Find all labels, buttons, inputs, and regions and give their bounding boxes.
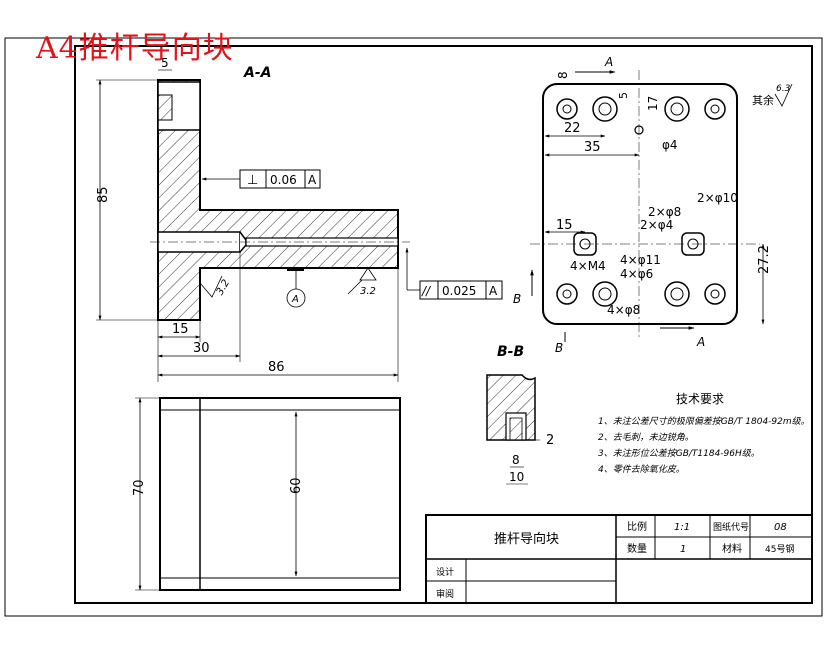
- dim-15-top: 15: [556, 218, 573, 233]
- dim-60: 60: [289, 477, 304, 494]
- hole-tl-inner: [562, 104, 572, 114]
- section-bb-label: B-B: [497, 344, 524, 360]
- par-datum: A: [489, 284, 498, 298]
- roughness-rest-value: 6.3: [776, 84, 791, 94]
- dim-70: 70: [132, 479, 147, 496]
- hole-callout-4x-phi11: 4×φ11: [620, 253, 661, 267]
- hole-t2-outer: [592, 96, 618, 122]
- dim-15: 15: [172, 322, 189, 337]
- dim-8: 8: [556, 71, 570, 79]
- hole-callout-2x-phi4: 2×φ4: [640, 218, 673, 232]
- fcf-par-box: [419, 280, 503, 300]
- section-aa-view: A-A 85 5 15 30 86 ⊥ 0.06 A: [96, 56, 503, 382]
- dim-2: 2: [546, 433, 554, 448]
- hole-br-outer: [704, 283, 726, 305]
- tech-requirements-title: 技术要求: [676, 392, 724, 406]
- hole-callout-2x-phi8: 2×φ8: [648, 205, 681, 219]
- dim-86: 86: [268, 360, 285, 375]
- dim-22: 22: [564, 121, 581, 136]
- front-view-outline: [159, 397, 401, 591]
- tech-requirement-1: 1、未注公差尺寸的极限偏差按GB/T 1804-92m级。: [598, 416, 810, 427]
- dim-5: 5: [161, 56, 169, 70]
- tech-requirements: 技术要求 1、未注公差尺寸的极限偏差按GB/T 1804-92m级。 2、去毛刺…: [598, 392, 810, 475]
- roughness-2: 3.2: [360, 286, 376, 297]
- cut-a-bottom-label: A: [696, 335, 705, 349]
- perp-symbol: ⊥: [247, 173, 258, 188]
- hole-tl-outer: [556, 98, 578, 120]
- top-view-outline: [542, 83, 738, 325]
- hole-b2-inner: [598, 287, 612, 301]
- cut-b-left-label: B: [513, 292, 521, 306]
- cut-b-bottom-label: B: [555, 341, 563, 355]
- sheet-title: A4推杆导向块: [36, 31, 234, 66]
- perp-tolerance: 0.06: [270, 173, 297, 187]
- roughness-mark-2: [359, 267, 377, 281]
- tech-requirement-3: 3、未注形位公差按GB/T1184-96H级。: [598, 448, 760, 459]
- hole-bl-outer: [556, 283, 578, 305]
- perp-datum: A: [308, 173, 317, 187]
- tech-requirement-2: 2、去毛刺，未边锐角。: [598, 432, 694, 443]
- hole-callout-phi4: φ4: [662, 138, 678, 152]
- hole-b3-outer: [664, 281, 690, 307]
- hole-b2-outer: [592, 281, 618, 307]
- quantity-label: 数量: [627, 542, 647, 555]
- hole-bl-inner: [562, 289, 572, 299]
- dim-30: 30: [193, 341, 210, 356]
- datum-circle: [286, 288, 306, 308]
- review-label: 审阅: [436, 588, 454, 600]
- hole-callout-4x-phi8: 4×φ8: [607, 303, 640, 317]
- cut-a-top-label: A: [604, 55, 613, 69]
- scale-label: 比例: [627, 520, 647, 533]
- tech-requirement-4: 4、零件去除氧化皮。: [598, 464, 685, 475]
- dim-17: 17: [646, 96, 660, 111]
- drawing-no-value: 08: [774, 522, 787, 533]
- section-aa-label: A-A: [243, 65, 271, 81]
- hole-t2-inner: [598, 102, 612, 116]
- hole-callout-2x-phi10: 2×φ10: [697, 191, 738, 205]
- dim-5-top: 5: [617, 92, 630, 99]
- front-view: 70 60: [132, 397, 401, 591]
- section-bb-view: B-B 2 8 10: [486, 344, 554, 485]
- par-tolerance: 0.025: [442, 284, 476, 298]
- datum-label: A: [291, 294, 299, 305]
- section-bb-hole-inner: [509, 417, 523, 441]
- drawing-no-label: 图纸代号: [713, 521, 749, 533]
- dim-35: 35: [584, 140, 601, 155]
- hole-br-inner: [710, 289, 720, 299]
- roughness-leader-2: [347, 279, 363, 295]
- top-view: A A B B 8 22 35 17 5 15 27.2 φ4 2×φ10 2×…: [513, 55, 793, 355]
- hole-b3-inner: [670, 287, 684, 301]
- roughness-1: 3.2: [215, 278, 232, 297]
- outer-border: [4, 37, 823, 617]
- hole-tr-outer: [704, 98, 726, 120]
- roughness-rest-mark: [774, 83, 793, 107]
- roughness-rest-prefix: 其余: [752, 93, 774, 107]
- part-name: 推杆导向块: [494, 531, 559, 547]
- section-aa-counterbore-inner: [157, 94, 173, 121]
- design-label: 设计: [436, 566, 454, 578]
- hole-t3-inner: [670, 102, 684, 116]
- title-block: 推杆导向块 比例 1:1 图纸代号 08 数量 1 材料 45号钢 设计 审阅: [425, 514, 813, 604]
- scale-value: 1:1: [674, 522, 690, 533]
- dim-8-bb: 8: [512, 453, 520, 467]
- fcf-perp-box: [239, 169, 321, 189]
- hole-callout-4x-m4: 4×M4: [570, 259, 606, 273]
- dim-27-2: 27.2: [757, 245, 772, 274]
- roughness-mark-1: [199, 275, 223, 298]
- dim-85: 85: [96, 186, 111, 203]
- quantity-value: 1: [680, 544, 686, 555]
- hole-callout-4x-phi6: 4×φ6: [620, 267, 653, 281]
- dim-10-bb: 10: [509, 470, 524, 484]
- hole-t3-outer: [664, 96, 690, 122]
- par-symbol: //: [421, 284, 432, 298]
- material-value: 45号钢: [765, 543, 794, 555]
- hole-tr-inner: [710, 104, 720, 114]
- material-label: 材料: [722, 542, 742, 555]
